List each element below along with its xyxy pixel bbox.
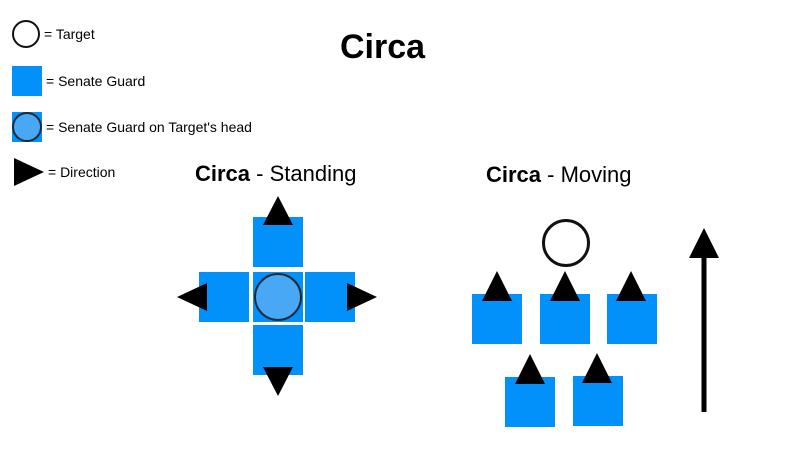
guard-bottom bbox=[253, 325, 303, 375]
blue-square-icon bbox=[12, 66, 42, 96]
standing-subtitle: Circa - Standing bbox=[195, 161, 356, 187]
standing-name: Circa bbox=[195, 161, 251, 186]
guard-on-target-center bbox=[254, 273, 302, 321]
standing-mode: Standing bbox=[269, 161, 357, 186]
target-circle-icon bbox=[12, 20, 40, 48]
guard-rear-right bbox=[573, 376, 623, 426]
standing-separator: - bbox=[250, 161, 270, 186]
moving-separator: - bbox=[541, 162, 561, 187]
legend-label-direction: = Direction bbox=[48, 164, 116, 180]
movement-arrow-head bbox=[689, 228, 719, 258]
legend-label-guard-on-head: = Senate Guard on Target's head bbox=[46, 119, 252, 135]
guard-top bbox=[253, 217, 303, 267]
direction-arrow-rear-right bbox=[582, 353, 612, 383]
legend-label-target: = Target bbox=[44, 26, 95, 42]
moving-formation bbox=[472, 219, 719, 427]
direction-arrow-right bbox=[347, 283, 377, 311]
guard-front-right bbox=[607, 294, 657, 344]
guard-left bbox=[199, 272, 249, 322]
legend-label-senate-guard: = Senate Guard bbox=[46, 73, 146, 89]
moving-name: Circa bbox=[486, 162, 542, 187]
direction-arrow-up bbox=[263, 196, 293, 225]
target-circle bbox=[542, 219, 590, 267]
guard-rear-left bbox=[505, 377, 555, 427]
moving-mode: Moving bbox=[560, 162, 632, 187]
legend-item-direction: = Direction bbox=[12, 155, 115, 189]
diagram-title: Circa bbox=[339, 28, 426, 66]
direction-arrow-front-left bbox=[482, 271, 512, 301]
guard-front-center bbox=[540, 294, 590, 344]
legend-item-guard-on-head: = Senate Guard on Target's head bbox=[12, 110, 252, 144]
moving-subtitle: Circa - Moving bbox=[486, 162, 632, 188]
direction-arrow-icon bbox=[14, 158, 44, 186]
guard-on-target-icon bbox=[12, 112, 42, 142]
direction-arrow-front-center bbox=[550, 271, 580, 301]
standing-formation bbox=[177, 196, 377, 396]
guard-front-left bbox=[472, 294, 522, 344]
direction-arrow-rear-left bbox=[515, 354, 545, 384]
legend-item-target: = Target bbox=[12, 17, 95, 51]
direction-arrow-front-right bbox=[616, 271, 646, 301]
legend-item-senate-guard: = Senate Guard bbox=[12, 64, 145, 98]
guard-right bbox=[305, 272, 355, 322]
direction-arrow-left bbox=[177, 283, 207, 311]
direction-arrow-down bbox=[263, 367, 293, 396]
